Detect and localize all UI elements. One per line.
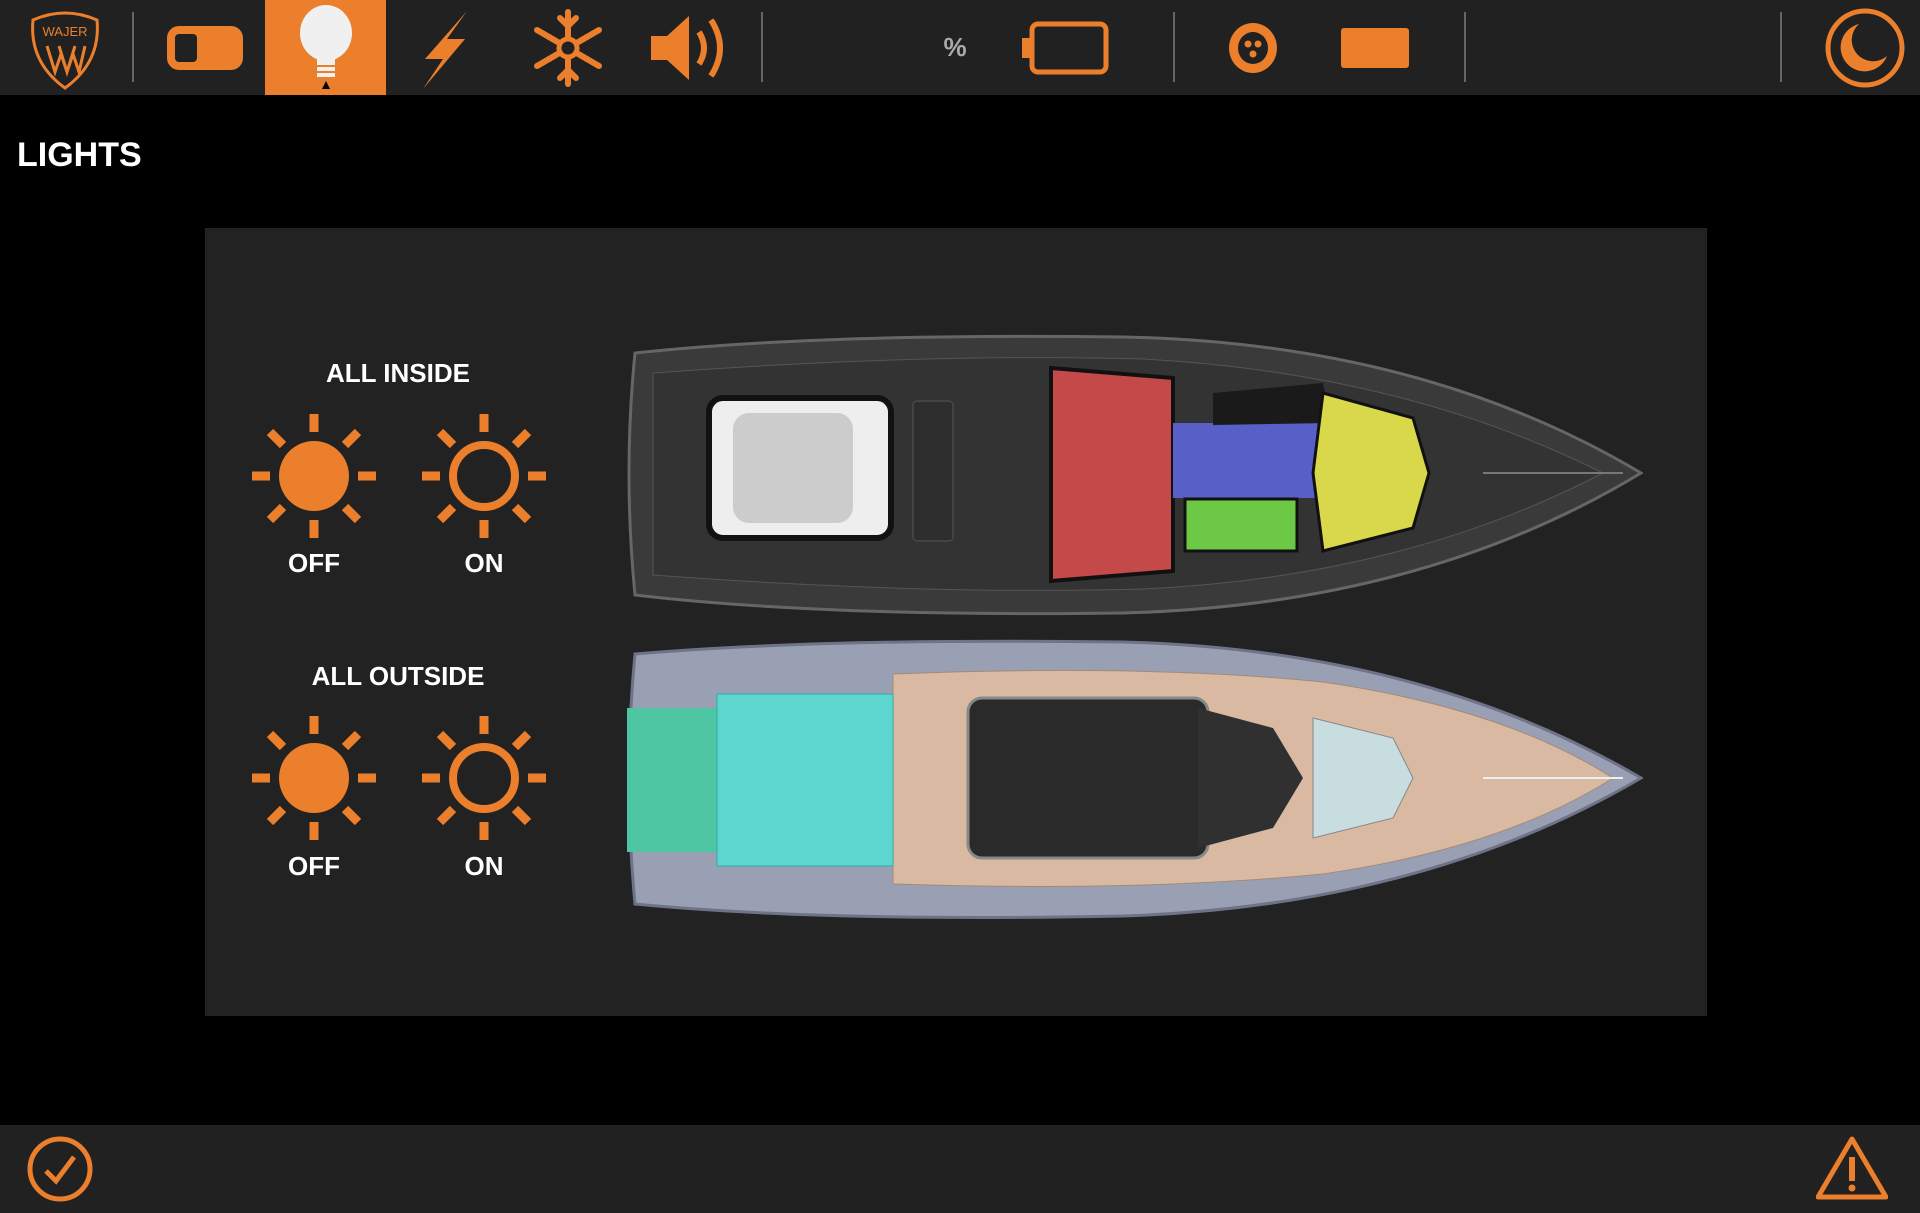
divider xyxy=(1173,12,1175,82)
sun-filled-icon xyxy=(252,414,376,538)
battery-percent: % xyxy=(943,32,967,62)
snowflake-icon xyxy=(533,8,602,87)
page-title: LIGHTS xyxy=(17,136,142,174)
top-nav-bar: WAJER % xyxy=(0,0,1920,95)
all-outside-off-button[interactable] xyxy=(250,714,378,842)
lightning-icon xyxy=(423,10,467,89)
tab-lights[interactable] xyxy=(265,0,386,95)
tab-power[interactable] xyxy=(405,0,485,95)
divider xyxy=(1780,12,1782,82)
tank-icon xyxy=(1341,27,1409,68)
battery-status xyxy=(1015,0,1115,95)
sun-filled-icon xyxy=(252,716,376,840)
light-zone-aft-deck[interactable] xyxy=(716,693,894,867)
all-inside-label: ALL INSIDE xyxy=(326,358,470,388)
wajer-shield-icon: WAJER xyxy=(31,11,99,90)
boat-interior-plan xyxy=(627,334,1643,616)
all-outside-label: ALL OUTSIDE xyxy=(311,661,485,691)
sun-outline-icon xyxy=(422,716,546,840)
tank-status[interactable] xyxy=(1330,0,1420,95)
sun-outline-icon xyxy=(422,414,546,538)
warning-icon xyxy=(1815,1136,1889,1200)
all-outside-off-label: OFF xyxy=(288,851,340,881)
all-outside-on-label: ON xyxy=(464,851,504,881)
tab-climate[interactable] xyxy=(520,0,615,95)
lightbulb-icon xyxy=(299,4,352,89)
bottom-status-bar xyxy=(0,1125,1920,1213)
all-inside-on-label: ON xyxy=(464,548,504,578)
night-mode-moon-icon xyxy=(1825,8,1905,87)
divider xyxy=(1464,12,1466,82)
divider xyxy=(761,12,763,82)
all-inside-off-label: OFF xyxy=(288,548,340,578)
light-zone-head[interactable] xyxy=(1183,497,1299,553)
tab-audio[interactable] xyxy=(640,0,740,95)
divider xyxy=(132,12,134,82)
wajer-logo: WAJER xyxy=(10,0,120,95)
tab-switches[interactable] xyxy=(150,0,260,95)
light-zone-corridor[interactable] xyxy=(1173,423,1335,498)
svg-text:WAJER: WAJER xyxy=(42,24,87,39)
light-zone-saloon[interactable] xyxy=(1049,365,1175,584)
confirm-button[interactable] xyxy=(26,1135,94,1208)
all-inside-on-button[interactable] xyxy=(420,412,548,540)
speaker-icon xyxy=(651,15,723,80)
light-zone-swim-platform[interactable] xyxy=(627,708,717,852)
check-circle-icon xyxy=(27,1136,93,1202)
lights-panel: ALL INSIDE OFF ON ALL OUTSIDE OFF ON xyxy=(205,228,1707,1016)
boat-exterior-plan xyxy=(627,639,1643,919)
light-zone-forward-cabin[interactable] xyxy=(1311,391,1431,553)
night-mode-button[interactable] xyxy=(1815,0,1915,95)
all-inside-off-button[interactable] xyxy=(250,412,378,540)
shore-power-status[interactable] xyxy=(1220,0,1286,95)
toggle-icon xyxy=(167,25,243,70)
shore-power-plug-icon xyxy=(1229,22,1277,73)
all-outside-on-button[interactable] xyxy=(420,714,548,842)
battery-icon xyxy=(1022,21,1109,74)
alarms-button[interactable] xyxy=(1815,1135,1889,1206)
